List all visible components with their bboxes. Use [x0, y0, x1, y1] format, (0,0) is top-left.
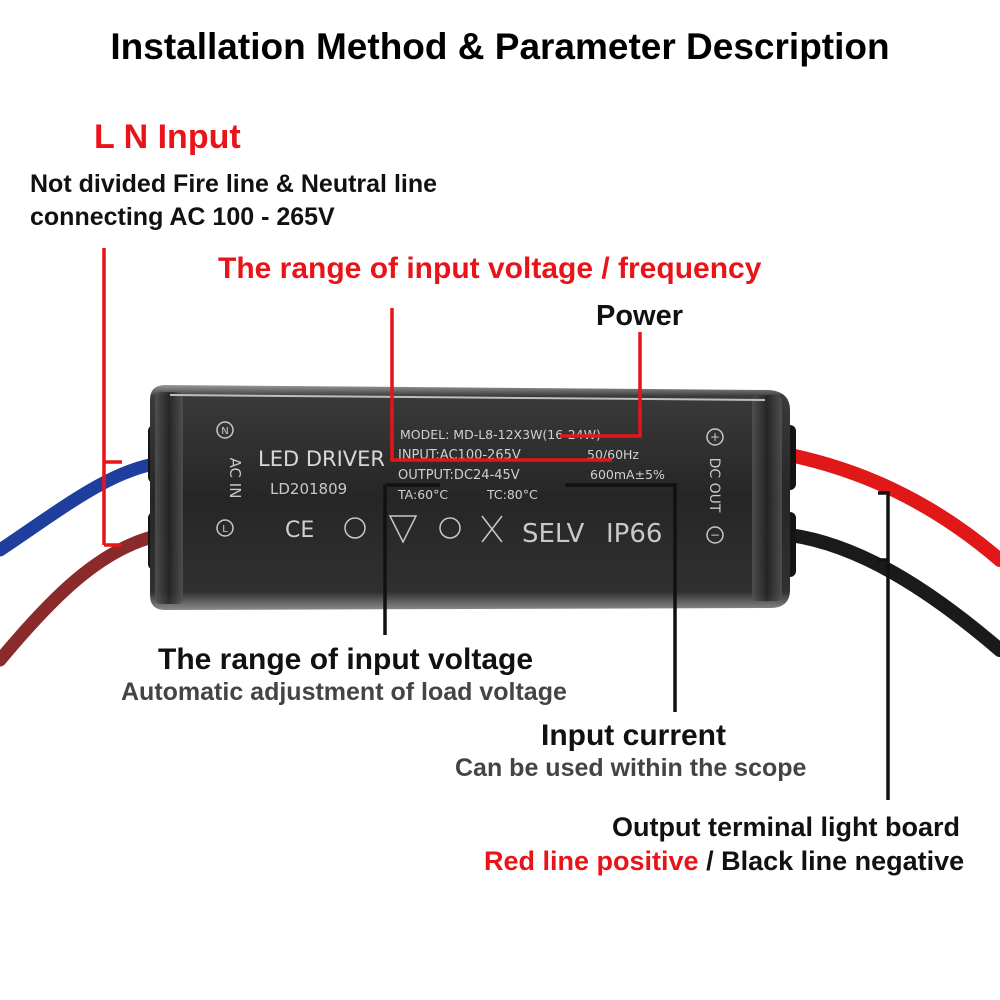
l-terminal-label: L [222, 524, 228, 535]
driver-end-cap-right [752, 395, 782, 601]
class-ii-icon [439, 517, 461, 539]
wire-red [783, 448, 1000, 567]
leader-ln-input [102, 248, 122, 547]
range-input-voltage-desc: Automatic adjustment of load voltage [121, 678, 567, 706]
weee-bin-icon [481, 515, 503, 543]
driver-body [150, 385, 790, 610]
input-current-desc: Can be used within the scope [455, 754, 807, 782]
ac-in-label: AC IN [226, 458, 244, 499]
page-title: Installation Method & Parameter Descript… [110, 26, 890, 67]
ln-input-desc-line2: connecting AC 100 - 265V [30, 203, 335, 231]
l-terminal-icon [216, 519, 234, 537]
n-terminal-label: N [221, 426, 228, 437]
red-line-positive-text: Red line positive [484, 846, 699, 876]
ip66-label: IP66 [606, 519, 662, 549]
dc-out-label: DC OUT [706, 458, 722, 513]
leader-range-voltage [383, 483, 440, 635]
ta-spec: TA:60°C [397, 487, 448, 502]
output-spec: OUTPUT:DC24-45V [398, 468, 520, 483]
black-line-negative-text: Black line negative [721, 846, 965, 876]
plus-terminal-icon [706, 428, 724, 446]
output-terminal-title: Output terminal light board [612, 812, 960, 842]
current-spec: 600mA±5% [590, 467, 665, 482]
driver-code: LD201809 [270, 480, 347, 498]
tc-spec: TC:80°C [486, 487, 538, 502]
leader-range-frequency [390, 308, 612, 462]
input-current-title: Input current [541, 719, 726, 752]
wire-blue [0, 456, 167, 557]
ln-input-title: L N Input [94, 118, 241, 156]
minus-terminal-label: − [710, 528, 720, 542]
plus-terminal-label: + [710, 430, 720, 444]
range-frequency-label: The range of input voltage / frequency [218, 252, 762, 285]
range-input-voltage-title: The range of input voltage [158, 643, 534, 676]
ln-input-desc-line1: Not divided Fire line & Neutral line [30, 170, 438, 198]
leader-power [560, 332, 642, 438]
leader-input-current [565, 483, 677, 712]
wire-black [783, 528, 1000, 657]
leader-output [878, 491, 890, 800]
safety-cert-icon [344, 517, 366, 539]
f-mark-icon [388, 515, 418, 544]
power-label: Power [596, 300, 684, 332]
body-highlight [169, 394, 766, 401]
polarity-separator: / [698, 846, 722, 876]
selv-label: SELV [522, 519, 585, 549]
led-driver-brand: LED DRIVER [258, 447, 385, 471]
wire-brown [0, 528, 167, 667]
model-spec: MODEL: MD-L8-12X3W(16-24W) [400, 427, 601, 442]
minus-terminal-icon [706, 526, 724, 544]
n-terminal-icon [216, 421, 234, 439]
output-polarity-line: Red line positive / Black line negative [484, 846, 964, 877]
driver-end-cap-left [155, 392, 183, 604]
ce-mark: CE [285, 518, 314, 543]
